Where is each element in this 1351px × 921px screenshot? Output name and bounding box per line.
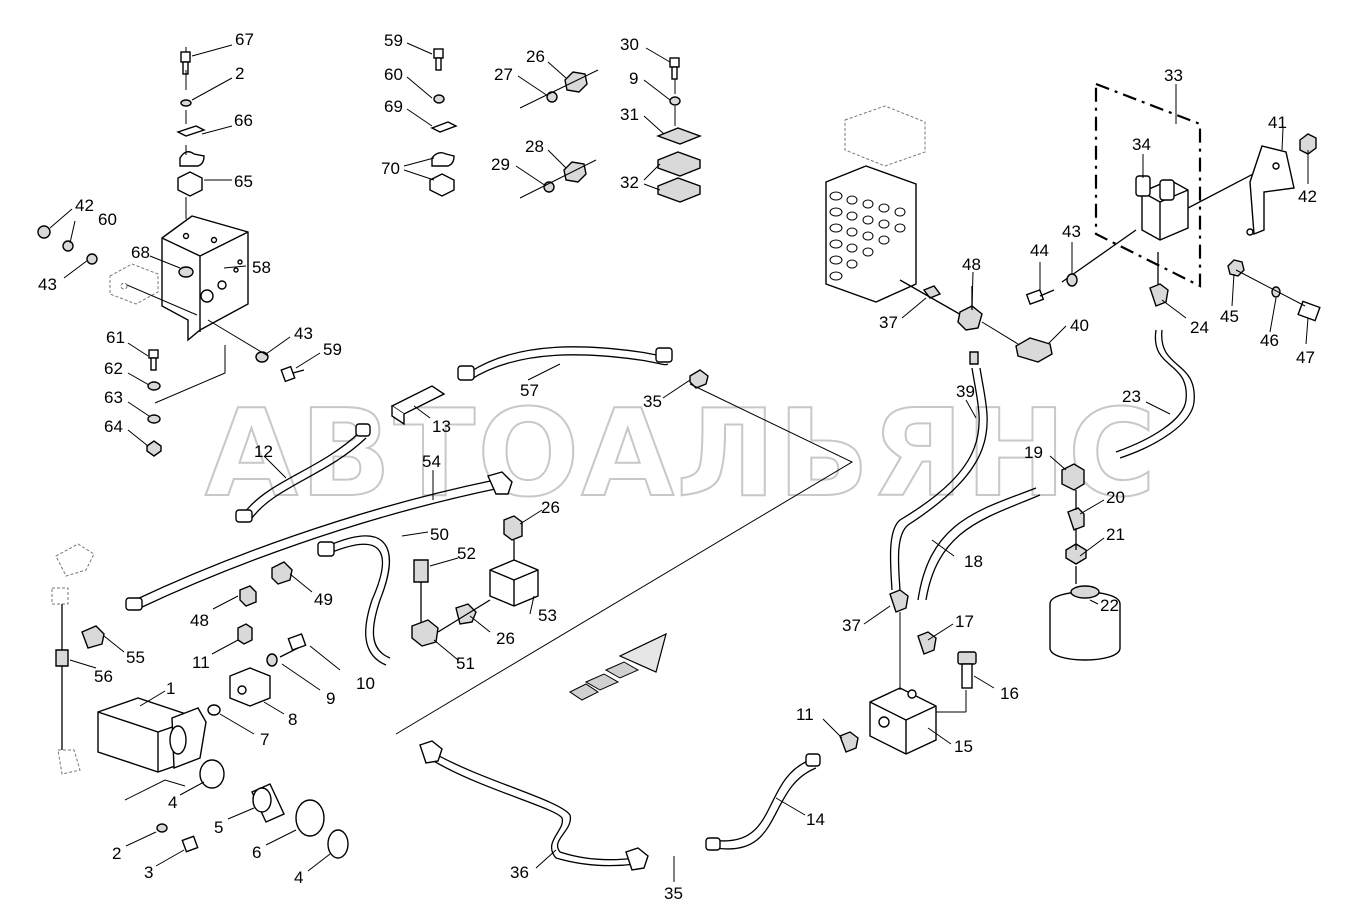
callout-7: 7: [260, 730, 269, 749]
callout-12: 12: [254, 442, 273, 461]
callout-61: 61: [106, 328, 125, 347]
callout-21: 21: [1106, 525, 1125, 544]
callout-30: 30: [620, 35, 639, 54]
callout-2b: 2: [112, 844, 121, 863]
callout-22: 22: [1100, 596, 1119, 615]
callout-66: 66: [234, 111, 253, 130]
callout-41: 41: [1268, 113, 1287, 132]
callout-8: 8: [288, 710, 297, 729]
callout-11: 11: [796, 705, 814, 724]
callout-56: 56: [94, 667, 113, 686]
callout-63: 63: [104, 388, 123, 407]
callout-4b: 4: [294, 868, 303, 887]
callout-3: 3: [144, 863, 153, 882]
callout-62: 62: [104, 359, 123, 378]
callout-39: 39: [956, 382, 975, 401]
callout-48b: 48: [190, 611, 209, 630]
callout-60b: 60: [384, 65, 403, 84]
callout-53: 53: [538, 606, 557, 625]
callout-35b: 35: [664, 884, 683, 903]
callout-36: 36: [510, 863, 529, 882]
callout-46: 46: [1260, 331, 1279, 350]
callout-59: 59: [323, 340, 342, 359]
callout-15: 15: [954, 737, 973, 756]
bracket-assembly: [37, 47, 305, 457]
callout-24: 24: [1190, 318, 1209, 337]
callout-50: 50: [430, 525, 449, 544]
callout-55: 55: [126, 648, 145, 667]
callout-47: 47: [1296, 348, 1315, 367]
control-valve-block: [825, 105, 1053, 365]
callout-45: 45: [1220, 307, 1239, 326]
callout-4: 4: [168, 793, 177, 812]
hose-lines: [125, 329, 1195, 871]
callout-42b: 42: [1298, 187, 1317, 206]
callout-64: 64: [104, 417, 123, 436]
callout-26b: 26: [541, 498, 560, 517]
solenoid-valve-assembly: [1025, 82, 1321, 322]
callout-11b: 11: [192, 653, 210, 672]
callout-26: 26: [526, 47, 545, 66]
watermark: АВТОАЛЬЯНС: [205, 385, 1158, 524]
callout-28: 28: [525, 137, 544, 156]
callout-37: 37: [879, 313, 898, 332]
callout-16: 16: [1000, 684, 1019, 703]
callout-57: 57: [520, 381, 539, 400]
callout-69: 69: [384, 97, 403, 116]
callout-43b: 43: [294, 324, 313, 343]
callout-43c: 43: [1062, 222, 1081, 241]
callout-37b: 37: [842, 616, 861, 635]
callout-32: 32: [620, 173, 639, 192]
callout-13: 13: [432, 417, 451, 436]
callout-2: 2: [235, 64, 244, 83]
callout-23: 23: [1122, 387, 1141, 406]
callout-59b: 59: [384, 31, 403, 50]
callout-44: 44: [1030, 241, 1049, 260]
right-lower-assembly: [839, 283, 1169, 755]
pump-assembly: [51, 543, 349, 859]
callout-27: 27: [494, 65, 513, 84]
callout-58: 58: [252, 258, 271, 277]
callout-6: 6: [252, 843, 261, 862]
callout-68: 68: [131, 243, 150, 262]
callout-42: 42: [75, 196, 94, 215]
callout-10: 10: [356, 674, 375, 693]
callout-labels: 67 2 66 65 58 68 42 60 43 61 62 63 64 43…: [38, 30, 1317, 903]
callout-43: 43: [38, 275, 57, 294]
callout-14: 14: [806, 810, 825, 829]
callout-70: 70: [381, 159, 400, 178]
callout-19: 19: [1024, 443, 1043, 462]
callout-9: 9: [629, 69, 638, 88]
callout-17: 17: [955, 612, 974, 631]
callout-26c: 26: [496, 629, 515, 648]
callout-40: 40: [1070, 316, 1089, 335]
callout-29: 29: [491, 155, 510, 174]
callout-33: 33: [1164, 66, 1183, 85]
callout-49: 49: [314, 590, 333, 609]
callout-20: 20: [1106, 488, 1125, 507]
callout-18: 18: [964, 552, 983, 571]
callout-9b: 9: [326, 689, 335, 708]
callout-67: 67: [235, 30, 254, 49]
callout-65: 65: [234, 172, 253, 191]
center-valves: [411, 515, 539, 647]
callout-35: 35: [643, 392, 662, 411]
callout-48: 48: [962, 255, 981, 274]
callout-51: 51: [456, 654, 475, 673]
callout-60: 60: [98, 210, 117, 229]
callout-5: 5: [214, 818, 223, 837]
callout-34: 34: [1132, 135, 1151, 154]
callout-52: 52: [457, 544, 476, 563]
fastener-groups: [429, 48, 702, 203]
flow-direction-arrows: [569, 632, 667, 701]
callout-1: 1: [166, 679, 175, 698]
callout-31: 31: [620, 105, 639, 124]
callout-54: 54: [422, 452, 441, 471]
